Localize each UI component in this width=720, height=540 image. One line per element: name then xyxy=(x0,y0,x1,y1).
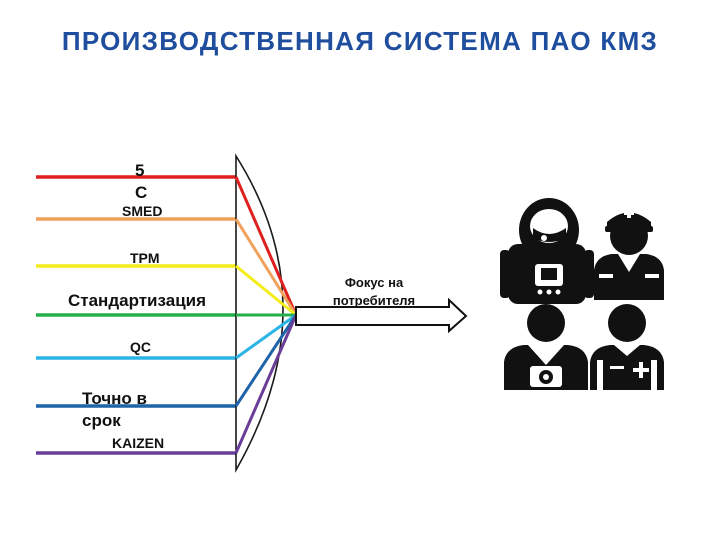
focus-label: Фокус на потребителя xyxy=(332,275,416,308)
tool-label-5s: 5 С xyxy=(135,161,148,202)
photographer-icon xyxy=(504,304,588,390)
focus-arrow xyxy=(295,297,468,334)
converge-line-smed xyxy=(234,218,298,316)
converge-line-qc xyxy=(235,313,297,360)
page-title: ПРОИЗВОДСТВЕННАЯ СИСТЕМА ПАО КМЗ xyxy=(61,26,659,56)
tool-label-kaizen: KAIZEN xyxy=(112,435,165,451)
converge-line-tpm xyxy=(235,264,297,317)
tool-label-tpm: TPM xyxy=(130,250,160,266)
tool-label-just-in-time: Точно в срок xyxy=(82,389,147,430)
medic-icon xyxy=(590,304,664,390)
tool-lines xyxy=(36,175,236,455)
tool-label-qc: QC xyxy=(130,339,151,355)
converge-line-just-in-time xyxy=(234,314,298,407)
tool-label-smed: SMED xyxy=(122,203,163,219)
converging-lines xyxy=(234,176,298,454)
converge-line-kaizen xyxy=(234,314,298,454)
astronaut-icon xyxy=(500,198,594,304)
converge-line-5s xyxy=(234,176,298,316)
tool-label-standardization: Стандартизация xyxy=(68,291,207,310)
lens-shape xyxy=(235,153,284,474)
sailor-icon xyxy=(594,209,664,300)
